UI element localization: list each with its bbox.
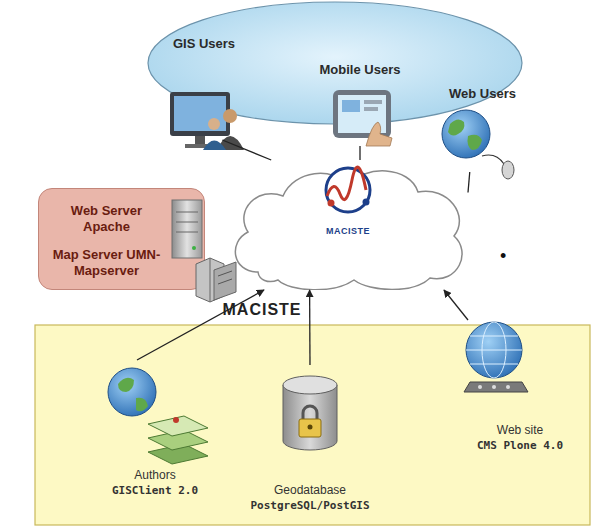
monitor-icon-part xyxy=(170,92,230,136)
server-icon-part xyxy=(176,232,198,233)
component-name: Authors xyxy=(95,468,215,483)
authoring-globe-icon-part xyxy=(148,430,208,450)
rack-icon xyxy=(196,258,236,302)
link-line xyxy=(222,140,271,160)
globe-icon-part xyxy=(442,110,490,158)
flow-arrow xyxy=(309,290,311,365)
database-icon-part xyxy=(283,376,337,394)
server-icon xyxy=(172,200,202,258)
website-globe-icon xyxy=(464,322,528,392)
maciste-logo-part xyxy=(326,168,370,212)
rack-icon-part xyxy=(214,262,236,300)
component-software: PostgreSQL/PostGIS xyxy=(240,499,380,513)
maciste-logo-part xyxy=(363,199,370,206)
authoring-globe-icon-part xyxy=(148,444,208,464)
authoring-globe-icon-part xyxy=(173,417,179,423)
website-globe-icon-part xyxy=(482,322,506,378)
flow-arrow xyxy=(137,290,264,360)
globe-icon-part xyxy=(448,119,464,135)
component-name: Geodatabase xyxy=(240,483,380,498)
server-icon-part xyxy=(176,222,198,223)
tablet-icon-part xyxy=(338,95,386,133)
user-group: GIS Users xyxy=(158,32,250,140)
monitor-icon xyxy=(170,92,230,148)
flow-arrow xyxy=(444,290,468,320)
link-line xyxy=(468,172,470,193)
database-icon xyxy=(283,376,337,450)
authoring-globe-icon-part xyxy=(108,368,156,416)
database-icon-part xyxy=(283,385,337,450)
rack-icon-part xyxy=(196,258,224,302)
tablet-icon-part xyxy=(342,100,360,112)
authoring-globe-icon xyxy=(108,368,208,464)
tablet-icon-part xyxy=(364,100,382,104)
bullet-mark: • xyxy=(500,246,506,267)
server-box: Web Server ApacheMap Server UMN-Mapserve… xyxy=(38,188,205,290)
person-icon-part xyxy=(223,109,237,123)
website-globe-icon-part xyxy=(466,322,522,378)
website-globe-icon-part xyxy=(470,364,518,365)
maciste-logo-part xyxy=(327,167,366,199)
website-globe-icon-part xyxy=(464,382,528,392)
tablet-icon xyxy=(333,90,392,146)
globe-icon-part xyxy=(502,161,514,179)
server-label: Map Server UMN-Mapserver xyxy=(49,247,164,279)
authoring-globe-icon-part xyxy=(118,378,134,392)
person-icon xyxy=(203,109,244,150)
person-icon-part xyxy=(217,136,244,150)
rack-icon-part xyxy=(218,279,232,284)
website-globe-icon-part xyxy=(466,350,522,351)
link-line xyxy=(359,146,360,160)
maciste-logo xyxy=(326,167,370,212)
group-label: Web Users xyxy=(440,86,525,102)
maciste-logo-part xyxy=(328,200,335,207)
database-icon-part xyxy=(303,406,317,420)
globe-icon-part xyxy=(468,135,483,150)
person-icon-part xyxy=(203,141,226,151)
website-globe-icon-part xyxy=(470,336,518,337)
component-node: GeodatabasePostgreSQL/PostGIS xyxy=(240,365,380,525)
user-group: Web Users xyxy=(440,82,525,172)
server-label: Web Server Apache xyxy=(49,203,164,235)
platform-cloud: MACISTEMACISTE xyxy=(228,160,468,290)
globe-icon xyxy=(442,110,514,179)
tablet-icon-part xyxy=(364,107,378,111)
tablet-icon-part xyxy=(333,90,391,138)
authoring-globe-icon-part xyxy=(148,416,208,436)
server-icon-part xyxy=(192,246,196,250)
logo-text: MACISTE xyxy=(228,226,468,237)
tablet-icon-part xyxy=(366,122,392,146)
group-label: Mobile Users xyxy=(315,62,405,78)
data-band xyxy=(35,325,590,525)
person-icon-part xyxy=(208,118,220,130)
monitor-icon-part xyxy=(185,144,215,148)
server-icon-part xyxy=(172,200,202,258)
authoring-globe-icon-part xyxy=(136,398,148,412)
component-node: Web siteCMS Plone 4.0 xyxy=(455,320,585,460)
website-globe-icon-part xyxy=(478,385,482,389)
website-globe-icon-part xyxy=(492,385,496,389)
database-icon-part xyxy=(299,419,321,437)
component-software: CMS Plone 4.0 xyxy=(455,439,585,453)
user-group: Mobile Users xyxy=(315,58,405,146)
platform-heading: MACISTE xyxy=(216,300,308,319)
component-software: GISClient 2.0 xyxy=(95,484,215,498)
website-globe-icon-part xyxy=(506,385,510,389)
cloud-outline xyxy=(228,160,468,290)
monitor-icon-part xyxy=(174,96,226,131)
component-node: AuthorsGISClient 2.0 xyxy=(95,360,215,500)
users-ellipse xyxy=(148,2,522,124)
group-label: GIS Users xyxy=(158,36,250,52)
database-icon-part xyxy=(308,425,313,430)
globe-icon-part xyxy=(482,155,504,164)
rack-icon-part xyxy=(210,258,211,302)
rack-icon-part xyxy=(218,271,232,276)
component-name: Web site xyxy=(455,423,585,438)
server-icon-part xyxy=(176,212,198,213)
monitor-icon-part xyxy=(195,136,205,144)
